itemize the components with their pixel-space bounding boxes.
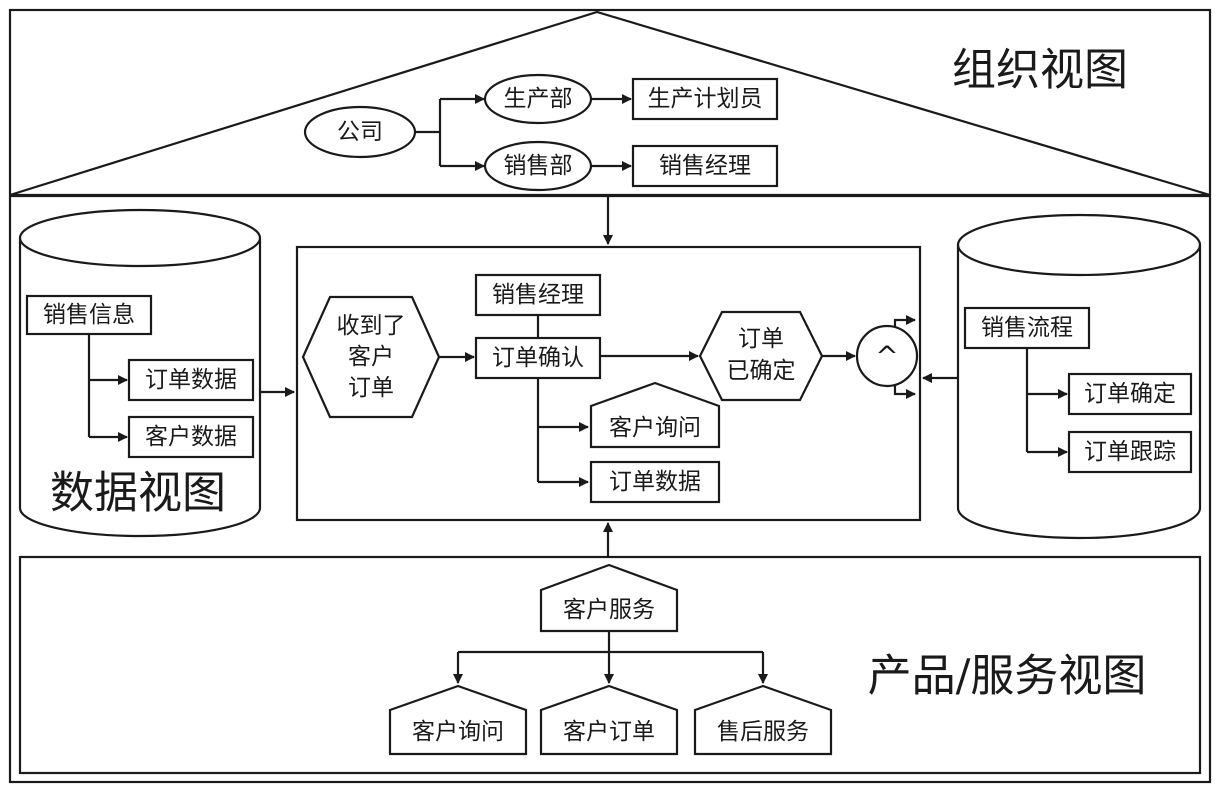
process-confirm-box xyxy=(1067,372,1193,416)
role-planner-box xyxy=(631,77,779,121)
process-confirm-label: 订单确定 xyxy=(1084,381,1176,407)
data-view-cylinder-rim xyxy=(18,237,262,268)
order-data-output-label: 订单数据 xyxy=(609,469,701,495)
process-view-cylinder-rim xyxy=(956,244,1202,277)
event-confirmed-line1: 订单 xyxy=(738,326,784,352)
dept-production-label: 生产部 xyxy=(504,86,573,112)
process-role-box xyxy=(474,273,602,317)
and-connector-circle xyxy=(855,324,919,388)
event-received-line2: 客户 xyxy=(348,344,394,370)
org-view-title: 组织视图 xyxy=(952,45,1128,96)
data-customer-box xyxy=(127,415,255,459)
process-role-label: 销售经理 xyxy=(492,282,584,308)
product-root-shape xyxy=(539,563,679,633)
role-sales-manager-box xyxy=(631,144,779,188)
role-planner-label: 生产计划员 xyxy=(648,86,763,112)
process-root-label: 销售流程 xyxy=(981,315,1073,341)
connector-branch-lower xyxy=(893,385,916,399)
data-root-label: 销售信息 xyxy=(43,302,135,328)
function-order-confirm-label: 订单确认 xyxy=(492,345,584,371)
product-inquiry-label: 客户询问 xyxy=(412,719,504,745)
data-customer-label: 客户数据 xyxy=(145,424,237,450)
product-order-label: 客户订单 xyxy=(563,719,655,745)
inquiry-product-label: 客户询问 xyxy=(609,415,701,441)
product-view-frame xyxy=(18,555,1202,775)
data-order-box xyxy=(127,358,255,402)
product-after-sales-shape xyxy=(693,684,833,756)
control-view-frame xyxy=(295,245,922,522)
data-order-label: 订单数据 xyxy=(145,367,237,393)
product-order-shape xyxy=(539,684,679,756)
function-order-confirm-box xyxy=(474,336,602,380)
process-root-box xyxy=(963,306,1091,350)
product-root-label: 客户服务 xyxy=(563,597,655,623)
and-connector-symbol: ^ xyxy=(875,340,898,373)
event-received-line1: 收到了 xyxy=(337,313,406,339)
inquiry-product-shape xyxy=(589,381,721,449)
product-view-title: 产品/服务视图 xyxy=(868,651,1147,702)
product-after-sales-label: 售后服务 xyxy=(717,719,809,745)
data-view-title: 数据视图 xyxy=(50,468,226,519)
event-confirmed-line2: 已确定 xyxy=(727,358,796,384)
connector-branch-upper xyxy=(893,315,916,327)
product-inquiry-shape xyxy=(388,684,528,756)
order-data-output-box xyxy=(589,460,721,504)
dept-sales-label: 销售部 xyxy=(504,153,573,179)
process-track-box xyxy=(1067,430,1193,474)
event-received-line3: 订单 xyxy=(348,375,394,401)
data-root-box xyxy=(25,294,153,336)
role-sales-manager-label: 销售经理 xyxy=(659,153,751,179)
company-label: 公司 xyxy=(337,119,383,145)
roof-triangle xyxy=(9,10,1211,197)
process-track-label: 订单跟踪 xyxy=(1084,439,1176,465)
outer-frame xyxy=(8,8,1212,784)
